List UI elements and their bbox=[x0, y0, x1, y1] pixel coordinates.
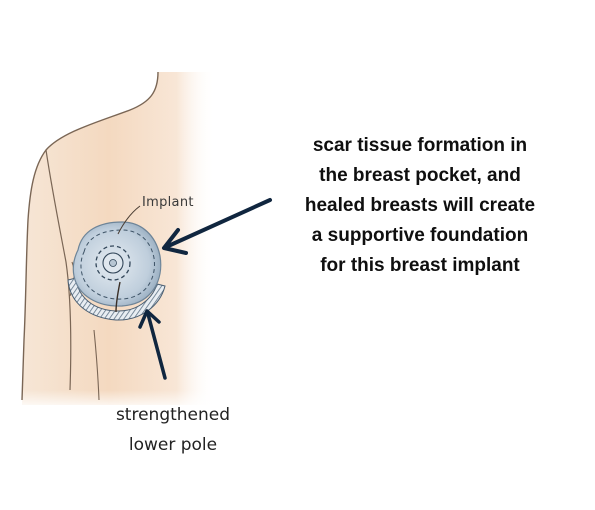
lower-pole-caption-line: lower pole bbox=[128, 435, 218, 455]
implant-leader-line bbox=[117, 205, 141, 235]
main-caption-line: a supportive foundation bbox=[311, 225, 529, 246]
torso-fade bbox=[0, 330, 230, 410]
lower-pole-caption: strengthened lower pole bbox=[88, 400, 258, 460]
lower-pole-caption-line: strengthened bbox=[115, 405, 231, 425]
implant-label: Implant bbox=[142, 195, 194, 210]
main-caption: scar tissue formation in the breast pock… bbox=[270, 131, 570, 281]
arm-outline bbox=[45, 149, 72, 391]
incision-line bbox=[115, 281, 121, 313]
main-caption-line: the breast pocket, and bbox=[319, 165, 521, 186]
areola-outer bbox=[95, 245, 131, 281]
lower-pole-band bbox=[67, 277, 166, 321]
main-caption-line: scar tissue formation in bbox=[312, 135, 528, 156]
nipple bbox=[109, 259, 117, 267]
main-caption-line: for this breast implant bbox=[320, 255, 520, 276]
body-edge bbox=[93, 329, 100, 401]
torso-outline bbox=[21, 71, 159, 401]
arrow-left-down-icon bbox=[162, 198, 272, 255]
arrow-up-icon bbox=[138, 309, 167, 380]
main-caption-line: healed breasts will create bbox=[304, 195, 536, 216]
implant-dashed-outline bbox=[80, 229, 155, 300]
